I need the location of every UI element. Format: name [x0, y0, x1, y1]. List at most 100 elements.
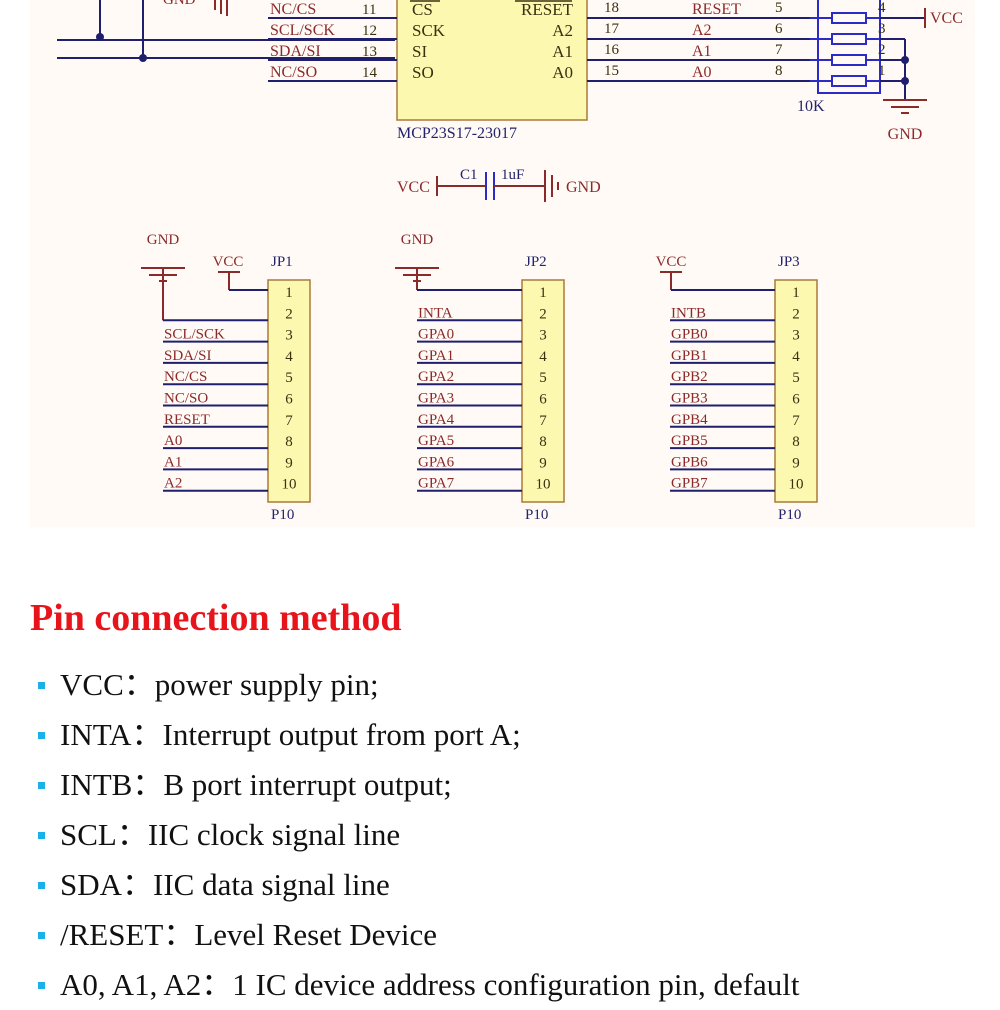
cap-value-label: 1uF: [501, 167, 524, 183]
ic-left-pin-number: 12: [362, 23, 377, 39]
header-pin-number: 1: [285, 285, 293, 301]
header-pin-number: 10: [789, 477, 804, 493]
header-pin-number: 5: [792, 370, 800, 386]
header-signal-label: GPA5: [418, 433, 454, 449]
ic-left-pin-name: CS: [412, 0, 433, 19]
header-ref-label: JP3: [778, 254, 800, 270]
header-pin-number: 6: [792, 392, 800, 408]
header-vcc-label: VCC: [213, 254, 244, 270]
ic-left-net-label: SDA/SI: [270, 43, 321, 60]
cap-ref-label: C1: [460, 167, 478, 183]
header-signal-label: GPB7: [671, 476, 708, 492]
ic-right-pin-number: 16: [604, 42, 620, 58]
ic-left-net-label: SCL/SCK: [270, 22, 335, 39]
header-signal-label: NC/CS: [164, 369, 207, 385]
header-signal-label: GPA1: [418, 348, 454, 364]
gnd-partial-label: GND: [163, 0, 196, 8]
header-signal-label: GPA7: [418, 476, 455, 492]
resnet-pin-number-right: 2: [878, 42, 886, 58]
header-pin-number: 3: [539, 328, 547, 344]
header-pin-number: 3: [285, 328, 293, 344]
resistor-icon: [831, 75, 867, 87]
header-pin-number: 5: [285, 370, 293, 386]
header-pin-number: 8: [285, 434, 293, 450]
header-pin-number: 10: [536, 477, 551, 493]
header-pin-number: 4: [539, 349, 547, 365]
ic-left-net-label: NC/SO: [270, 64, 317, 81]
list-item-scl: SCL：IIC clock signal line: [38, 810, 800, 860]
resistor-icon: [831, 33, 867, 45]
ic-left-pin-name: SCK: [412, 21, 446, 40]
resistor-network-body: [817, 0, 881, 94]
header-signal-label: GPB3: [671, 391, 708, 407]
ic-right-pin-number: 18: [604, 0, 619, 16]
resnet-pin-number-right: 3: [878, 21, 886, 37]
bullet-square-icon: [38, 882, 45, 889]
header-signal-label: GPA3: [418, 391, 454, 407]
resnet-pin-number-left: 6: [775, 21, 783, 37]
header-pin-number: 1: [539, 285, 547, 301]
ic-right-pin-number: 15: [604, 63, 619, 79]
header-signal-label: SCL/SCK: [164, 327, 225, 343]
cap-gnd-label: GND: [566, 179, 601, 196]
header-footprint-label: P10: [525, 507, 548, 523]
bullet-square-icon: [38, 982, 45, 989]
header-vcc-label: VCC: [656, 254, 687, 270]
header-pin-number: 2: [792, 306, 800, 322]
header-signal-label: GPB4: [671, 412, 708, 428]
header-signal-label: A0: [164, 433, 182, 449]
pin-description-list: VCC：power supply pin; INTA：Interrupt out…: [38, 660, 800, 1010]
header-body-jp1: [267, 279, 311, 503]
resnet-pin-number-left: 5: [775, 0, 783, 16]
header-footprint-label: P10: [271, 507, 294, 523]
header-pin-number: 4: [285, 349, 293, 365]
ic-left-net-label: NC/CS: [270, 1, 316, 18]
header-signal-label: INTB: [671, 305, 706, 321]
item-text: A0, A1, A2：1 IC device address configura…: [60, 967, 800, 1002]
resistor-icon: [831, 12, 867, 24]
resnet-pin-number-left: 8: [775, 63, 783, 79]
header-signal-label: GPB6: [671, 454, 708, 470]
header-ref-label: JP1: [271, 254, 293, 270]
ic-left-pin-number: 13: [362, 44, 377, 60]
header-pin-number: 9: [285, 455, 293, 471]
ic-right-pin-name: A0: [552, 63, 573, 82]
bullet-square-icon: [38, 832, 45, 839]
item-text: INTB：B port interrupt output;: [60, 767, 452, 802]
list-item-intb: INTB：B port interrupt output;: [38, 760, 800, 810]
header-pin-number: 9: [792, 455, 800, 471]
junction-dot: [901, 77, 909, 85]
ic-right-pin-name: A2: [552, 21, 573, 40]
ic-left-pin-number: 11: [362, 2, 376, 18]
resnet-pin-number-left: 7: [775, 42, 783, 58]
bullet-square-icon: [38, 682, 45, 689]
header-signal-label: GPB0: [671, 327, 708, 343]
header-pin-number: 8: [792, 434, 800, 450]
header-signal-label: GPA2: [418, 369, 454, 385]
item-text: VCC：power supply pin;: [60, 667, 379, 702]
header-pin-number: 9: [539, 455, 547, 471]
header-signal-label: A1: [164, 454, 182, 470]
header-signal-label: NC/SO: [164, 391, 208, 407]
resnet-value-label: 10K: [797, 98, 825, 115]
header-pin-number: 7: [792, 413, 800, 429]
header-body-jp3: [774, 279, 818, 503]
header-body-jp2: [521, 279, 565, 503]
cap-vcc-label: VCC: [397, 179, 430, 196]
header-pin-number: 2: [285, 306, 293, 322]
header-pin-number: 1: [792, 285, 800, 301]
list-item-vcc: VCC：power supply pin;: [38, 660, 800, 710]
ic-right-net-label: A2: [692, 22, 712, 39]
header-pin-number: 10: [282, 477, 297, 493]
ic-body: [396, 0, 588, 121]
header-pin-number: 6: [539, 392, 547, 408]
header-footprint-label: P10: [778, 507, 801, 523]
vcc-label: VCC: [930, 10, 963, 27]
item-text: SDA：IIC data signal line: [60, 867, 390, 902]
ic-part-label: MCP23S17-23017: [397, 125, 517, 142]
ic-right-pin-number: 17: [604, 21, 620, 37]
bullet-square-icon: [38, 732, 45, 739]
header-pin-number: 2: [539, 306, 547, 322]
header-signal-label: INTA: [418, 305, 453, 321]
